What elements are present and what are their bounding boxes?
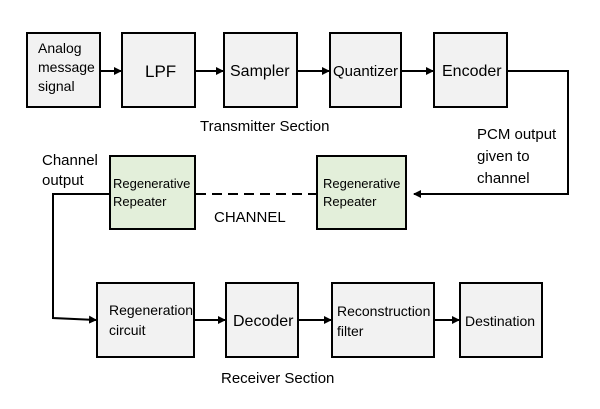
destination-label: Destination (465, 313, 536, 329)
repeater-left-line1: Regenerative (113, 176, 191, 191)
regeneration-line2: circuit (109, 322, 146, 338)
reconstruction-line1: Reconstruction (337, 303, 431, 319)
channel-output-label-line2: output (42, 172, 84, 189)
arrow-encoder-to-repeater (413, 70, 569, 198)
repeater-right-line2: Repeater (323, 194, 377, 209)
decoder-label: Decoder (233, 313, 294, 330)
reconstruction-filter-block: Reconstruction filter (331, 282, 435, 358)
regenerative-repeater-receiver-side: Regenerative Repeater (109, 155, 196, 230)
quantizer-label: Quantizer (333, 63, 399, 80)
analog-block-line2: message (38, 59, 95, 75)
encoder-label: Encoder (442, 63, 502, 80)
pcm-output-label-line2: given to (477, 148, 530, 165)
decoder-block: Decoder (225, 282, 299, 358)
encoder-block: Encoder (433, 32, 508, 108)
regenerative-repeater-transmitter-side: Regenerative Repeater (316, 155, 407, 230)
pcm-output-label-line1: PCM output (477, 126, 557, 143)
sampler-block: Sampler (223, 32, 298, 108)
regeneration-line1: Regeneration (109, 302, 194, 318)
analog-block-line3: signal (38, 78, 75, 94)
analog-block-line1: Analog (38, 40, 82, 56)
lpf-block: LPF (121, 32, 196, 108)
quantizer-block: Quantizer (329, 32, 402, 108)
repeater-left-line2: Repeater (113, 194, 167, 209)
pcm-output-label-line3: channel (477, 170, 530, 187)
receiver-section-label: Receiver Section (221, 370, 335, 387)
analog-message-signal-block: Analog message signal (26, 32, 101, 108)
regeneration-circuit-block: Regeneration circuit (96, 282, 195, 358)
sampler-label: Sampler (230, 63, 290, 80)
reconstruction-line2: filter (337, 323, 364, 339)
lpf-label: LPF (145, 62, 177, 81)
channel-label: CHANNEL (214, 209, 286, 226)
arrow-repeater-to-regeneration (52, 193, 109, 324)
repeater-right-line1: Regenerative (323, 176, 401, 191)
transmitter-section-label: Transmitter Section (200, 118, 330, 135)
destination-block: Destination (459, 282, 543, 358)
channel-output-label-line1: Channel (42, 152, 98, 169)
